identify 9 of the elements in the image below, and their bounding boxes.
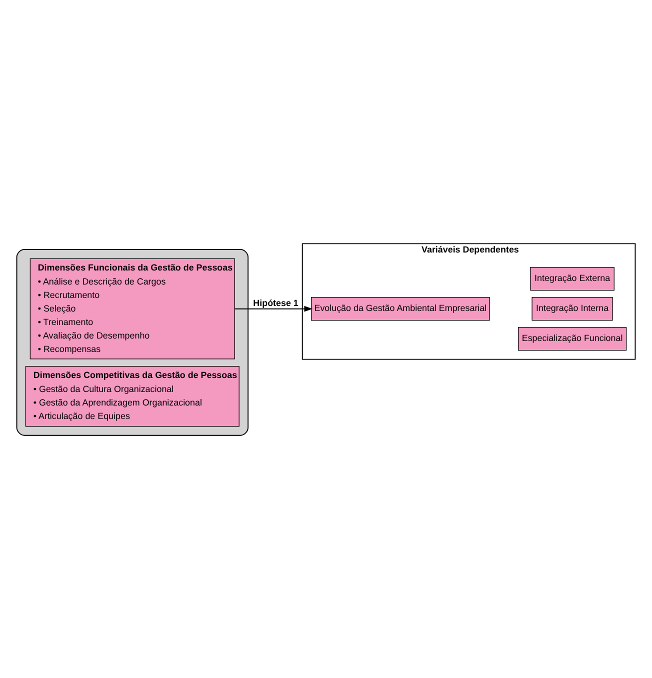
cluster — [16, 248, 249, 436]
edge-label: Hipótese 1 — [253, 297, 298, 308]
node-box: Evolução da Gestão Ambiental Empresarial — [310, 296, 490, 320]
arrow — [234, 305, 313, 312]
node-box: Integração Interna — [532, 296, 613, 320]
node-box: Dimensões Competitivas da Gestão de Pessoas • Gestão da Cultura Organizacional • Gestão da Aprendizagem Organizacional • Articulação de Equipes — [25, 366, 240, 426]
node-box: Dimensões Funcionais da Gestão de Pessoas • Análise e Descrição de Cargos • Recrutamento • Seleção • Treinamento • Avaliação de Desempenho • Recompensas — [30, 258, 235, 359]
node-box: Especialização Funcional — [518, 326, 627, 350]
node-box: Integração Externa — [530, 266, 614, 290]
